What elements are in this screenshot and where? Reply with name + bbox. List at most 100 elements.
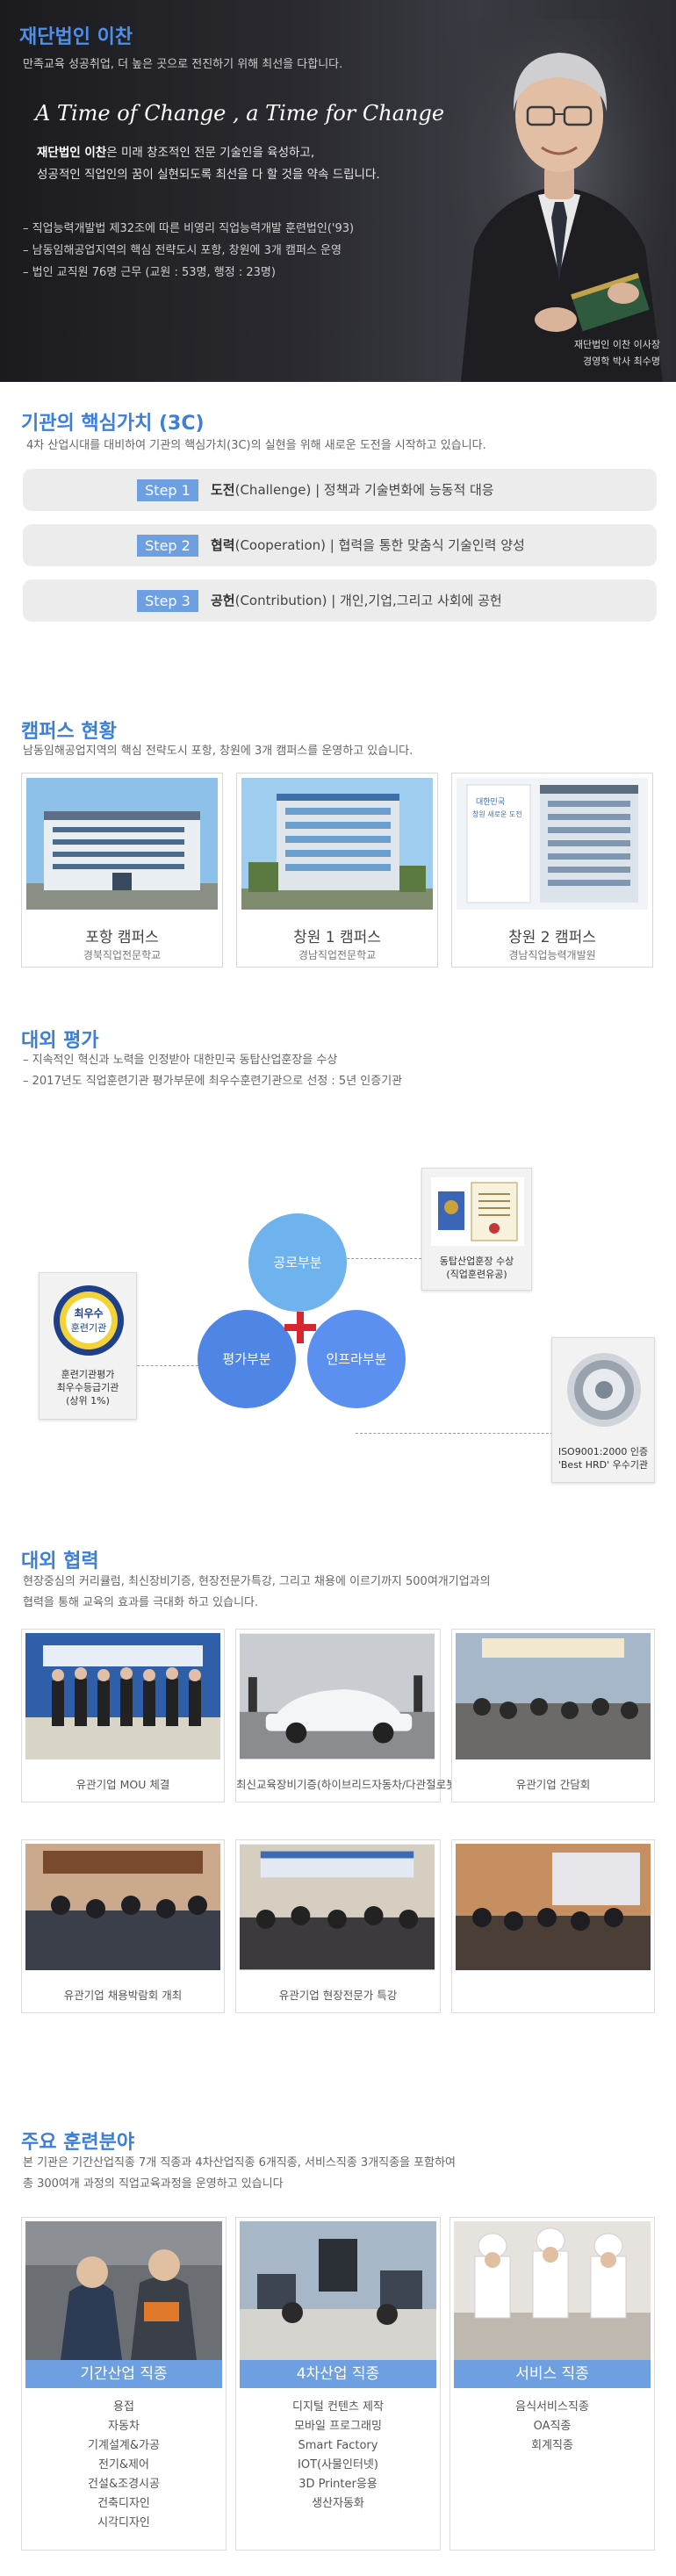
iso-box: ISO9001:2000 인증 'Best HRD' 우수기관 [551, 1337, 655, 1483]
training-card-label: 4차산업 직종 [240, 2360, 436, 2388]
iso-plaque-image [567, 1353, 641, 1427]
hero-slogan: A Time of Change , a Time for Change [35, 101, 445, 126]
best-training-badge-box: 최우수 훈련기관 훈련기관평가 최우수등급기관 (상위 1%) [39, 1272, 137, 1420]
campus-name: 창원 2 캠퍼스 [508, 929, 596, 946]
campus-school: 경북직업전문학교 [83, 949, 162, 961]
step-tag: Step 3 [137, 590, 198, 612]
coop-card-lecture [451, 1839, 655, 2013]
training-item: 기계설계&가공 [88, 2439, 160, 2452]
training-item: 시각디자인 [97, 2516, 150, 2529]
coop-photo-forum [456, 1633, 651, 1759]
hero-fact: – 직업능력개발법 제32조에 따른 비영리 직업능력개발 훈련법인('93) [23, 222, 355, 235]
cooperation-desc: 현장중심의 커리큘럼, 최신장비기증, 현장전문가특강, 그리고 채용에 이르기… [23, 1572, 491, 1614]
step-description: | 개인,기업,그리고 사회에 공헌 [327, 593, 502, 608]
coop-card-job-fair: 유관기업 현장전문가 특강 [235, 1839, 441, 2013]
connector-line [128, 1365, 207, 1366]
training-list: 용접 자동차 기계설계&가공 전기&제어 건설&조경시공 건축디자인 시각디자인 [22, 2398, 226, 2533]
training-item: IOT(사물인터넷) [298, 2458, 378, 2472]
connector-line [342, 1258, 421, 1259]
coop-caption: 유관기업 MOU 체결 [76, 1778, 170, 1791]
circle-infrastructure: 인프라부분 [307, 1310, 406, 1408]
training-photo-service [454, 2221, 651, 2360]
training-item: Smart Factory [298, 2439, 378, 2452]
coop-caption: 유관기업 채용박람회 개최 [63, 1989, 183, 2002]
training-list: 음식서비스직종 OA직종 회계직종 [450, 2398, 654, 2456]
core-values-title: 기관의 핵심가치 (3C) [21, 413, 205, 435]
iso-caption-line: 'Best HRD' 우수기관 [557, 1459, 649, 1471]
cooperation-title: 대외 협력 [21, 1551, 99, 1572]
training-item: 음식서비스직종 [515, 2400, 589, 2414]
training-item: 회계직종 [531, 2439, 573, 2452]
training-photo-key-industry [25, 2221, 222, 2360]
campus-building-image [26, 778, 218, 910]
coop-caption: 유관기업 현장전문가 특강 [278, 1989, 398, 2002]
plus-icon [284, 1312, 316, 1343]
hero-facts: – 직업능력개발법 제32조에 따른 비영리 직업능력개발 훈련법인('93) … [23, 218, 354, 284]
cooperation-desc-line: 협력을 통해 교육의 효과를 극대화 하고 있습니다. [23, 1596, 259, 1609]
best-training-badge: 최우수 훈련기관 [54, 1285, 124, 1356]
step-english: (Challenge) [234, 482, 312, 498]
hero-desc-line2: 성공적인 직업인의 꿈이 실현되도록 최선을 다 할 것을 약속 드립니다. [37, 168, 380, 182]
medal-certificate-image [431, 1177, 524, 1246]
hero-description: 재단법인 이찬은 미래 창조적인 전문 기술인을 육성하고, 성공적인 직업인의… [37, 142, 380, 186]
medal-caption-line: (직업훈련유공) [446, 1269, 507, 1280]
campus-card-pohang: 포항 캠퍼스 경북직업전문학교 [21, 773, 223, 968]
training-item: 건설&조경시공 [88, 2478, 160, 2491]
evaluation-line: – 2017년도 직업훈련기관 평가부문에 최우수훈련기관으로 선정 : 5년 … [23, 1075, 403, 1088]
training-desc-line: 총 300여개 과정의 직업교육과정을 운영하고 있습니다 [23, 2177, 284, 2191]
badge-caption-line: 훈련기관평가 [61, 1369, 115, 1380]
evaluation-title: 대외 평가 [21, 1030, 99, 1052]
training-item: 건축디자인 [97, 2497, 150, 2510]
badge-caption-line: (상위 1%) [66, 1395, 110, 1407]
campus-name: 포항 캠퍼스 [85, 929, 159, 946]
step-keyword: 협력 [211, 537, 235, 553]
campus-sign-line1: 대한민국 [476, 797, 505, 807]
chairman-name: 경영학 박사 최수명 [583, 356, 660, 367]
training-desc: 본 기관은 기간산업직종 7개 직종과 4차산업직종 6개직종, 서비스직종 3… [23, 2153, 456, 2195]
core-step-3: Step 3 공헌(Contribution) | 개인,기업,그리고 사회에 … [23, 579, 657, 622]
training-item: 3D Printer응용 [298, 2478, 378, 2491]
connector-line [356, 1433, 557, 1434]
badge-caption-line: 최우수등급기관 [56, 1382, 119, 1393]
iso-caption-line: ISO9001:2000 인증 [557, 1446, 649, 1457]
campus-school: 경남직업능력개발원 [508, 949, 596, 961]
campus-building-image [241, 778, 433, 910]
step-text: 협력(Cooperation) | 협력을 통한 맞춤식 기술인력 양성 [211, 536, 525, 554]
campus-desc: 남동임해공업지역의 핵심 전략도시 포항, 창원에 3개 캠퍼스를 운영하고 있… [23, 745, 414, 758]
step-description: | 협력을 통한 맞춤식 기술인력 양성 [325, 537, 525, 553]
iso-caption: ISO9001:2000 인증 'Best HRD' 우수기관 [552, 1445, 654, 1471]
campus-title: 캠퍼스 현황 [21, 721, 117, 743]
evaluation-line: – 지속적인 혁신과 노력을 인정받아 대한민국 동탑산업훈장을 수상 [23, 1054, 338, 1067]
training-card-service: 서비스 직종 음식서비스직종 OA직종 회계직종 [449, 2217, 655, 2551]
evaluation-desc: – 지속적인 혁신과 노력을 인정받아 대한민국 동탑산업훈장을 수상 – 20… [23, 1050, 402, 1092]
hero-banner: 재단법인 이찬 만족교육 성공취업, 더 높은 곳으로 전진하기 위해 최선을 … [0, 0, 676, 382]
step-description: | 정책과 기술변화에 능동적 대응 [311, 482, 494, 498]
core-step-1: Step 1 도전(Challenge) | 정책과 기술변화에 능동적 대응 [23, 469, 657, 511]
step-text: 도전(Challenge) | 정책과 기술변화에 능동적 대응 [211, 480, 494, 499]
training-title: 주요 훈련분야 [21, 2132, 135, 2154]
coop-photo-mou [25, 1633, 220, 1759]
coop-caption: 유관기업 간담회 [515, 1778, 591, 1791]
coop-photo-job-fair [240, 1844, 435, 1970]
hero-desc-name: 재단법인 이찬 [37, 146, 107, 160]
coop-photo-equipment [240, 1633, 435, 1759]
coop-caption: 최신교육장비기증(하이브리드자동차/다관절로봇용접기) [236, 1778, 491, 1791]
training-list: 디지털 컨텐츠 제작 모바일 프로그래밍 Smart Factory IOT(사… [236, 2398, 440, 2514]
training-item: 전기&제어 [98, 2458, 149, 2472]
coop-photo-meeting [25, 1844, 220, 1970]
step-keyword: 공헌 [211, 593, 235, 608]
training-item: 생산자동화 [312, 2497, 364, 2510]
step-keyword: 도전 [211, 482, 235, 498]
coop-card-equipment: 최신교육장비기증(하이브리드자동차/다관절로봇용접기) [235, 1629, 491, 1802]
hero-fact: – 남동임해공업지역의 핵심 전략도시 포항, 창원에 3개 캠퍼스 운영 [23, 244, 342, 257]
campus-building-image: 대한민국 창원 새로운 도전 [457, 778, 648, 910]
training-photo-4th-industry [240, 2221, 436, 2360]
campus-school: 경남직업전문학교 [298, 949, 377, 961]
medal-caption: 동탑산업훈장 수상 (직업훈련유공) [422, 1255, 531, 1281]
badge-ring-text: 최우수 [74, 1306, 103, 1320]
circle-merit: 공로부분 [248, 1213, 347, 1312]
step-english: (Contribution) [234, 593, 327, 608]
medal-caption-line: 동탑산업훈장 수상 [439, 1256, 514, 1267]
chairman-caption: 재단법인 이찬 이사장 경영학 박사 최수명 [574, 336, 660, 370]
training-item: 디지털 컨텐츠 제작 [292, 2400, 384, 2414]
